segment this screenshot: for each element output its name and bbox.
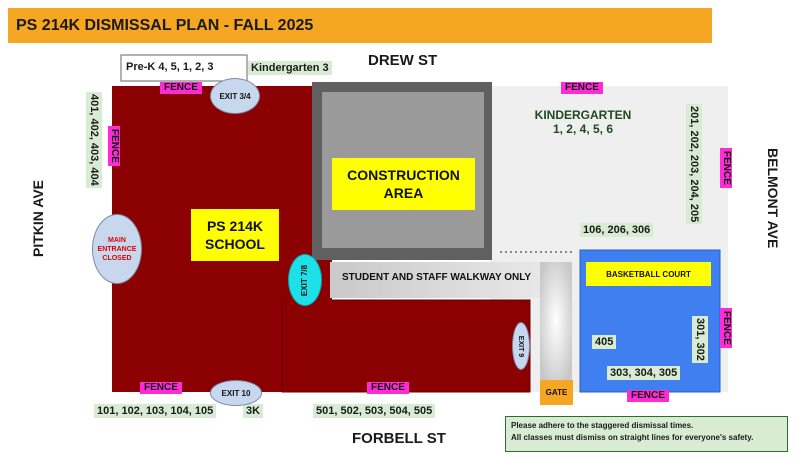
classes-500s-label: 501, 502, 503, 504, 505 [313, 404, 436, 418]
street-drew: DREW ST [368, 52, 438, 69]
prek-label: Pre-K 4, 5, 1, 2, 3 [126, 61, 214, 73]
main-entrance-marker: MAIN ENTRANCE CLOSED [92, 214, 142, 284]
street-pitkin: PITKIN AVE [30, 180, 46, 258]
street-belmont: BELMONT AVE [765, 148, 781, 249]
school-building-annex [281, 299, 531, 393]
fence-label-east: FENCE [720, 148, 732, 188]
kindergarten-3-label: Kindergarten 3 [248, 61, 332, 75]
fence-label-east-lower: FENCE [720, 308, 732, 348]
classes-301-302-label: 301, 302 [692, 316, 708, 363]
fence-label-south-east: FENCE [627, 390, 669, 402]
gate-marker: GATE [540, 380, 573, 405]
school-name-line1: PS 214K [206, 218, 264, 234]
walkway-horizontal [330, 262, 572, 298]
exit-7-8-marker: EXIT 7/8 [288, 254, 322, 306]
exit-9-label: EXIT 9 [517, 335, 525, 357]
kindergarten-title: KINDERGARTEN [534, 108, 632, 122]
walkway-vertical [540, 262, 572, 380]
school-name-box: PS 214K SCHOOL [191, 209, 279, 261]
notice-line2: All classes must dismiss on straight lin… [511, 433, 754, 442]
notice-line1: Please adhere to the staggered dismissal… [511, 421, 694, 430]
exit-10-marker: EXIT 10 [210, 380, 262, 406]
fence-label-north-east: FENCE [561, 82, 603, 94]
dismissal-notice: Please adhere to the staggered dismissal… [505, 416, 788, 452]
classes-200s-label: 201, 202, 203, 204, 205 [686, 104, 702, 225]
class-3k-label: 3K [243, 404, 264, 418]
construction-line1: CONSTRUCTION [347, 167, 460, 183]
school-name-line2: SCHOOL [205, 236, 265, 252]
fence-label-north-west: FENCE [160, 82, 202, 94]
page-title: PS 214K DISMISSAL PLAN - FALL 2025 [16, 17, 314, 34]
classes-106-206-306-label: 106, 206, 306 [580, 223, 654, 237]
exit-3-4-marker: EXIT 3/4 [210, 78, 260, 114]
main-entrance-line1: MAIN [108, 236, 126, 244]
exit-9-marker: EXIT 9 [512, 322, 530, 370]
title-bar [8, 8, 712, 43]
construction-line2: AREA [383, 185, 424, 201]
walkway-label: STUDENT AND STAFF WALKWAY ONLY [342, 272, 532, 283]
exit-7-8-label: EXIT 7/8 [300, 264, 310, 296]
prek-outline [120, 54, 248, 82]
main-entrance-line3: CLOSED [102, 254, 132, 262]
construction-label-box: CONSTRUCTION AREA [332, 158, 475, 210]
kindergarten-classes: 1, 2, 4, 5, 6 [552, 122, 614, 136]
classes-100s-label: 101, 102, 103, 104, 105 [94, 404, 217, 418]
fence-label-south-west: FENCE [140, 382, 182, 394]
class-405-label: 405 [592, 335, 617, 349]
fence-label-west: FENCE [108, 126, 120, 166]
classes-303-305-label: 303, 304, 305 [607, 366, 681, 380]
fence-label-south-center: FENCE [367, 382, 409, 394]
basketball-court-label: BASKETBALL COURT [586, 262, 711, 286]
main-entrance-line2: ENTRANCE [97, 245, 137, 253]
kindergarten-block: KINDERGARTEN 1, 2, 4, 5, 6 [528, 108, 638, 136]
classes-400s-label: 401, 402, 403, 404 [86, 92, 102, 188]
street-forbell: FORBELL ST [352, 430, 446, 447]
